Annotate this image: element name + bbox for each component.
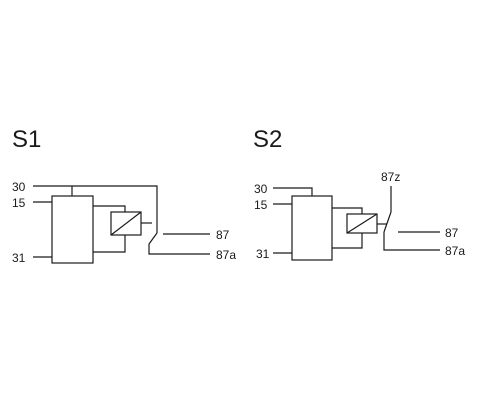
coil-frame-bottom — [332, 233, 363, 249]
pin-label-31: 31 — [12, 251, 26, 265]
coil-frame-top — [332, 207, 363, 214]
coil-frame-top — [93, 205, 126, 212]
diagram-title-s2: S2 — [253, 126, 282, 153]
pin-label-87z: 87z — [381, 170, 400, 184]
relay-coil-diagonal — [346, 213, 378, 234]
relay-body — [51, 195, 94, 264]
relay-body — [291, 195, 333, 261]
coil-frame-bottom — [93, 235, 126, 253]
pin-label-31: 31 — [256, 247, 270, 261]
pin-87a-wire — [148, 244, 210, 255]
pin-30-wire — [273, 187, 313, 196]
pin-label-87: 87 — [445, 226, 459, 240]
pin-label-87a: 87a — [216, 248, 236, 262]
switch-lever — [383, 211, 392, 233]
relay-diagram-s2: S2 30 15 31 87z 87 87a — [253, 126, 465, 261]
pin-label-30: 30 — [12, 180, 26, 194]
relay-diagram-s1: S1 30 15 31 87 87a — [12, 126, 236, 265]
pin-label-15: 15 — [12, 196, 26, 210]
pin-label-30: 30 — [254, 182, 268, 196]
pin-87a-wire — [383, 232, 440, 251]
relay-coil-diagonal — [110, 211, 142, 236]
pin-30-wire — [33, 185, 158, 233]
pin-label-87: 87 — [216, 228, 230, 242]
switch-lever — [148, 232, 158, 245]
pin-label-87a: 87a — [445, 244, 465, 258]
diagram-title-s1: S1 — [12, 126, 41, 153]
pin-label-15: 15 — [254, 198, 268, 212]
